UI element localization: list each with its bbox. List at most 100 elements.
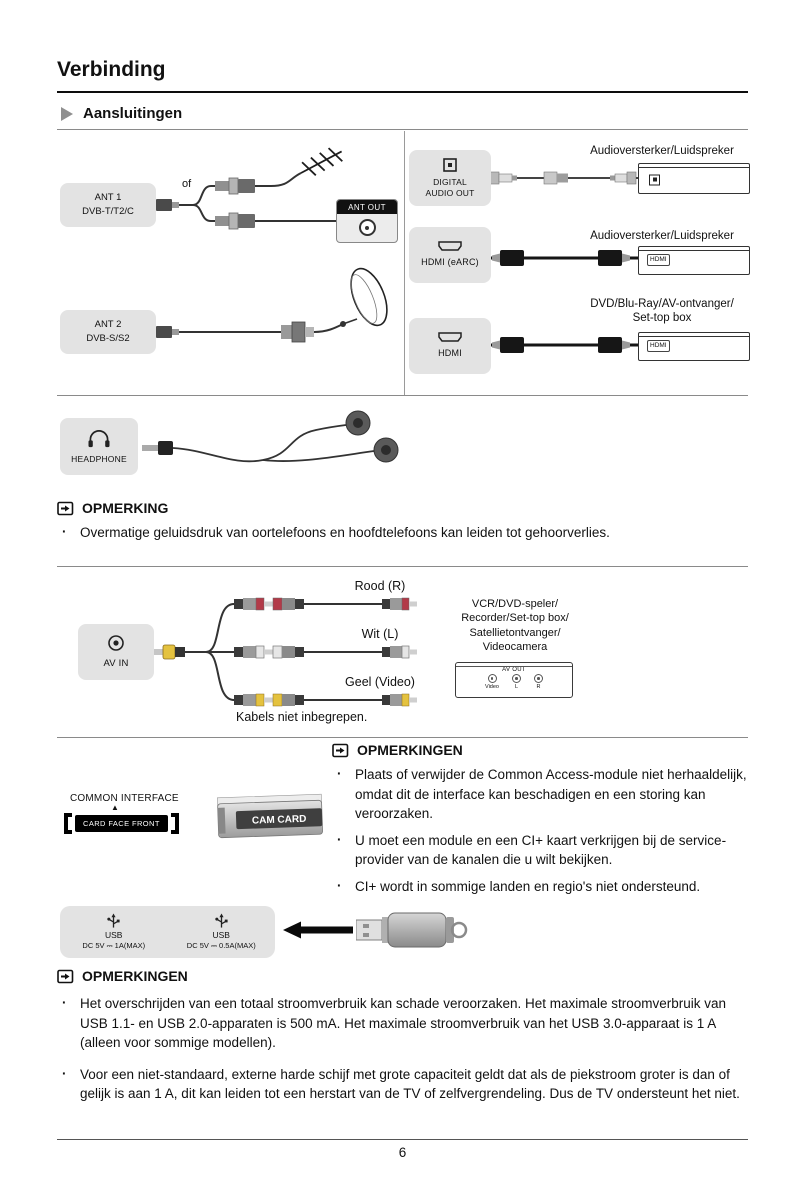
note-heading-label: OPMERKING bbox=[82, 500, 169, 516]
section-title: Aansluitingen bbox=[83, 105, 183, 122]
usb-port-label: USB bbox=[105, 930, 123, 940]
audio-plug-icon bbox=[142, 441, 173, 455]
usb-icon bbox=[214, 913, 229, 929]
usb-port-spec: DC 5V ⎓ 0.5A(MAX) bbox=[186, 941, 256, 950]
device-label-dvd-line1: DVD/Blu-Ray/AV-ontvanger/ bbox=[590, 298, 734, 310]
device-amplifier-2: HDMI bbox=[638, 246, 750, 275]
av-out-port-label: L bbox=[514, 684, 519, 690]
port-ant1: ANT 1 DVB-T/T2/C bbox=[60, 183, 156, 227]
note-usb: OPMERKINGEN Het overschrijden van een to… bbox=[57, 968, 749, 1104]
device-label-dvd: DVD/Blu-Ray/AV-ontvanger/ Set-top box bbox=[574, 297, 750, 326]
rca-white-label: Wit (L) bbox=[361, 627, 399, 641]
note-heading: OPMERKINGEN bbox=[332, 742, 748, 758]
note-headphone: OPMERKING Overmatige geluidsdruk van oor… bbox=[57, 500, 748, 543]
section-header: Aansluitingen bbox=[61, 105, 182, 122]
outputs-cables-diagram bbox=[489, 171, 640, 353]
rca-jack-icon bbox=[511, 674, 521, 683]
port-hdmi-earc: HDMI (eARC) bbox=[409, 227, 491, 283]
left-arrow-icon bbox=[283, 921, 353, 939]
right-bracket-icon bbox=[170, 813, 179, 834]
av-in-icon bbox=[106, 633, 126, 653]
coax-plug-icon bbox=[156, 199, 179, 211]
headphone-icon bbox=[86, 428, 112, 449]
usb-stick-image bbox=[356, 912, 468, 948]
av-cables-diagram bbox=[154, 597, 417, 707]
port-ant2-label: ANT 2 bbox=[94, 318, 122, 330]
rca-white-cable-icon bbox=[234, 645, 417, 659]
rca-yellow-label: Geel (Video) bbox=[345, 675, 415, 689]
card-face-front: CARD FACE FRONT bbox=[64, 813, 179, 834]
hdmi-cable-icon bbox=[490, 250, 638, 266]
earbud-icon bbox=[345, 410, 371, 436]
page-title: Verbinding bbox=[57, 58, 166, 81]
page-number: 6 bbox=[398, 1145, 407, 1160]
antenna-diagram bbox=[156, 147, 388, 343]
av-out-port-label: R bbox=[536, 684, 541, 690]
note-heading: OPMERKINGEN bbox=[57, 968, 749, 984]
av-device-line: Recorder/Set-top box/ bbox=[461, 612, 569, 625]
usb-port-2: USB DC 5V ⎓ 0.5A(MAX) bbox=[168, 906, 276, 958]
usb-port-1: USB DC 5V ⎓ 1A(MAX) bbox=[60, 906, 168, 958]
av-device-line: VCR/DVD-speler/ bbox=[471, 598, 559, 610]
satellite-dish-icon bbox=[340, 267, 388, 327]
note-icon bbox=[57, 501, 74, 516]
cables-not-included-note: Kabels niet inbegrepen. bbox=[236, 710, 368, 724]
rca-yellow-plug-icon bbox=[154, 644, 185, 660]
rca-red-label: Rood (R) bbox=[354, 579, 406, 593]
divider bbox=[57, 129, 748, 130]
usb-port-spec: DC 5V ⎓ 1A(MAX) bbox=[82, 941, 146, 950]
usb-ports-panel: USB DC 5V ⎓ 1A(MAX) USB DC 5V ⎓ 0.5A(MAX… bbox=[60, 906, 275, 958]
section-bullet-icon bbox=[61, 106, 73, 121]
hdmi-port-icon bbox=[437, 331, 463, 343]
note-common-interface: OPMERKINGEN Plaats of verwijder de Commo… bbox=[332, 742, 748, 896]
note-heading-label: OPMERKINGEN bbox=[357, 742, 463, 758]
divider bbox=[57, 566, 748, 567]
note-bullet: Plaats of verwijder de Common Access-mod… bbox=[332, 764, 748, 824]
coax-socket-icon bbox=[337, 214, 397, 241]
ant-out-socket: ANT OUT bbox=[336, 199, 398, 243]
av-out-group-label: AV OUT bbox=[502, 667, 526, 673]
note-icon bbox=[332, 743, 349, 758]
port-ant1-sublabel: DVB-T/T2/C bbox=[82, 206, 134, 217]
usb-icon bbox=[106, 913, 121, 929]
aerial-antenna-icon bbox=[300, 147, 343, 176]
f-connector-icon bbox=[281, 321, 314, 343]
footer-rule bbox=[57, 1139, 748, 1140]
or-label: of bbox=[182, 178, 192, 190]
divider bbox=[57, 395, 748, 396]
rca-red-cable-icon bbox=[234, 597, 417, 611]
port-digital-audio-out: DIGITAL AUDIO OUT bbox=[409, 150, 491, 206]
note-bullet: Het overschrijden van een totaal stroomv… bbox=[57, 993, 749, 1053]
device-label-amplifier-2: Audioversterker/Luidspreker bbox=[590, 230, 734, 242]
common-interface-label: COMMON INTERFACE bbox=[70, 793, 179, 804]
av-device-label: VCR/DVD-speler/ Recorder/Set-top box/ Sa… bbox=[440, 597, 590, 654]
port-av-in-label: AV IN bbox=[103, 658, 129, 670]
rca-jack-icon bbox=[487, 674, 497, 683]
device-label-dvd-line2: Set-top box bbox=[632, 312, 692, 325]
port-digital-sublabel: AUDIO OUT bbox=[425, 188, 475, 198]
hdmi-cable-icon bbox=[490, 337, 638, 353]
earphones-diagram bbox=[142, 410, 399, 463]
rca-yellow-cable-icon bbox=[234, 693, 417, 707]
ant-out-label: ANT OUT bbox=[337, 200, 397, 214]
optical-in-icon bbox=[649, 174, 660, 186]
port-headphone-label: HEADPHONE bbox=[71, 453, 127, 464]
card-face-front-label: CARD FACE FRONT bbox=[75, 815, 168, 832]
rca-jack-icon bbox=[533, 674, 543, 683]
earbud-icon bbox=[373, 437, 399, 463]
av-device-line: Satellietontvanger/ bbox=[469, 626, 561, 639]
note-bullet: CI+ wordt in sommige landen en regio's n… bbox=[332, 876, 748, 897]
av-out-port-r: R bbox=[533, 674, 543, 690]
port-hdmi-label: HDMI bbox=[438, 348, 462, 359]
port-ant2-sublabel: DVB-S/S2 bbox=[86, 333, 130, 344]
av-out-ports: Video L R bbox=[485, 674, 543, 690]
device-amplifier-1 bbox=[638, 163, 750, 194]
av-device-box: AV OUT Video L R bbox=[455, 662, 573, 698]
device-hdmi-port-label: HDMI bbox=[647, 340, 670, 352]
av-out-port-label: Video bbox=[485, 684, 499, 690]
diagram-divider bbox=[404, 131, 405, 395]
hdmi-port-icon bbox=[437, 240, 463, 252]
device-label-amplifier-1: Audioversterker/Luidspreker bbox=[590, 145, 734, 157]
port-headphone: HEADPHONE bbox=[60, 418, 138, 475]
